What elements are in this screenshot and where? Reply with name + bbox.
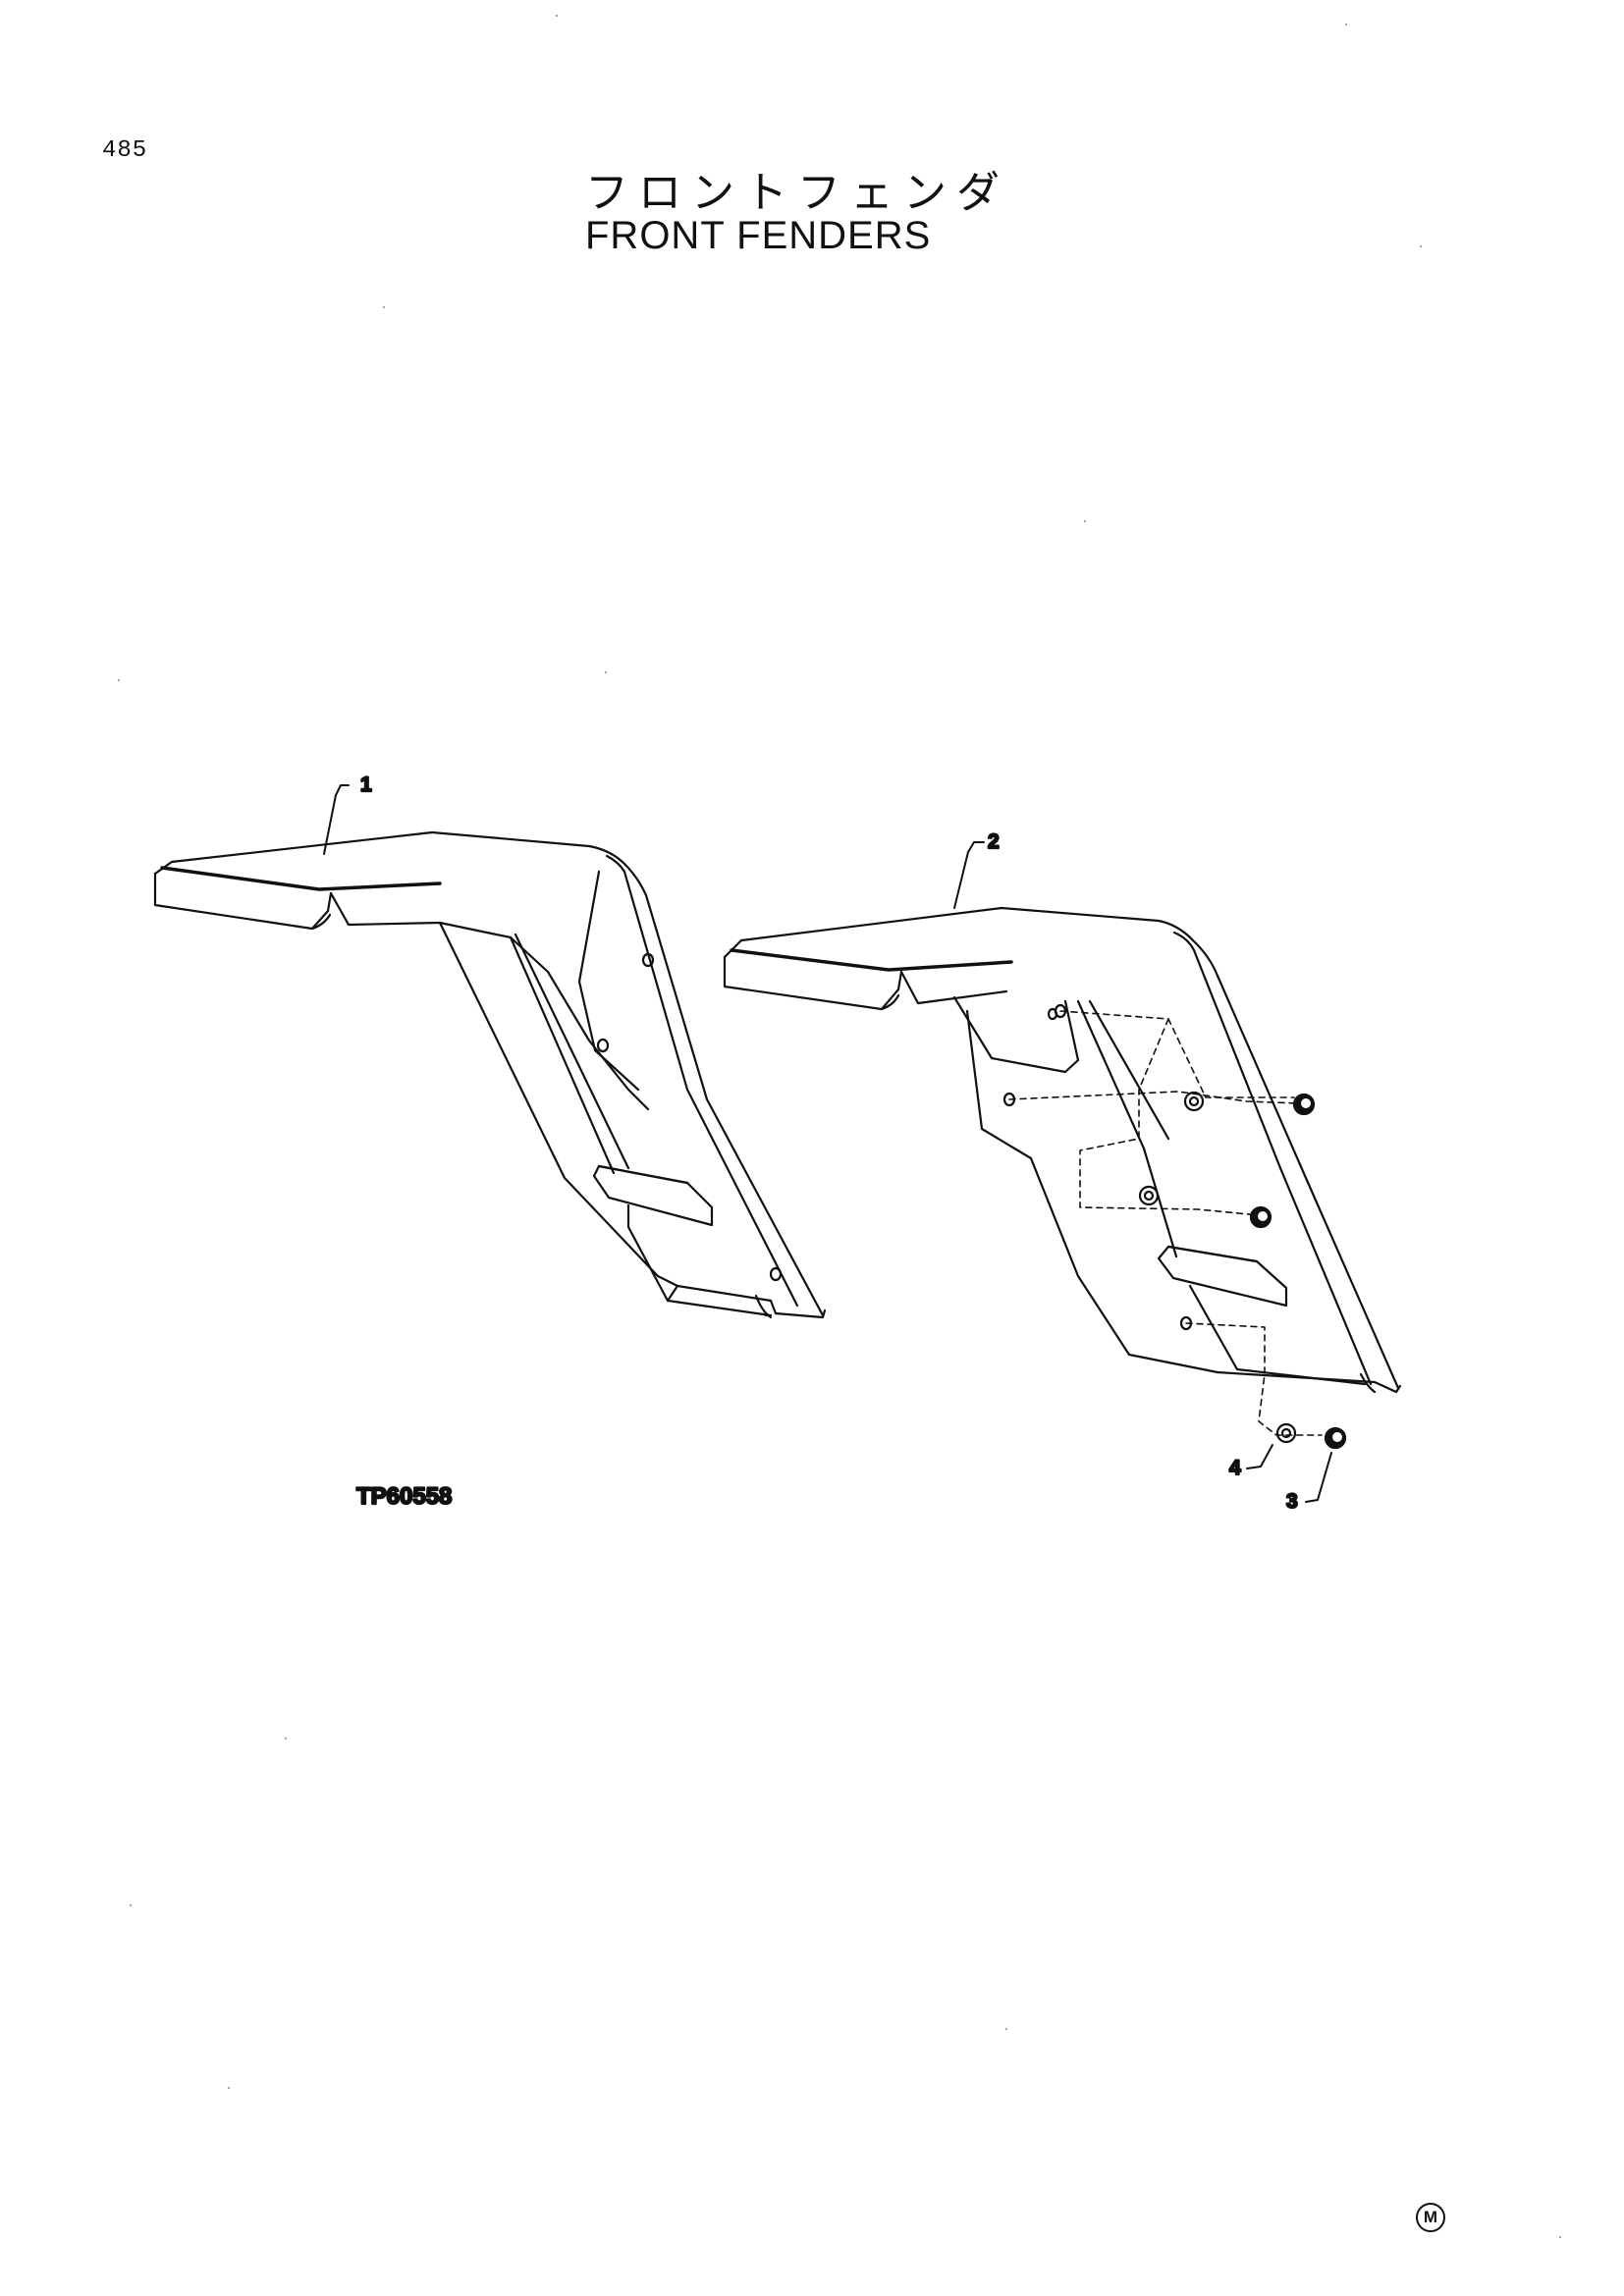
scan-speck: [556, 15, 558, 17]
circled-m-mark: M: [1416, 2203, 1445, 2232]
scan-speck: [383, 306, 385, 308]
page-title-japanese: フロントフェンダ: [585, 168, 1009, 218]
fender-right: [723, 906, 1402, 1450]
figure-reference: TP60558: [356, 1483, 452, 1510]
scan-speck: [228, 2087, 230, 2089]
scan-speck: [285, 1737, 287, 1739]
callout-leaders: [323, 784, 1332, 1503]
scan-speck: [118, 679, 120, 681]
page-number: 485: [102, 137, 148, 164]
scan-speck: [1005, 2028, 1007, 2030]
scan-speck: [1084, 520, 1086, 522]
scan-speck: [1559, 2236, 1561, 2238]
callout-2: 2: [988, 830, 1000, 853]
scan-speck: [605, 671, 607, 673]
callout-4: 4: [1229, 1457, 1241, 1479]
scan-speck: [1420, 245, 1422, 247]
page-title: FRONT FENDERS: [585, 214, 932, 257]
fender-left: [153, 830, 827, 1319]
callout-1: 1: [360, 774, 372, 796]
scan-speck: [130, 1904, 132, 1906]
callout-3: 3: [1286, 1490, 1298, 1513]
scan-speck: [1345, 24, 1347, 26]
